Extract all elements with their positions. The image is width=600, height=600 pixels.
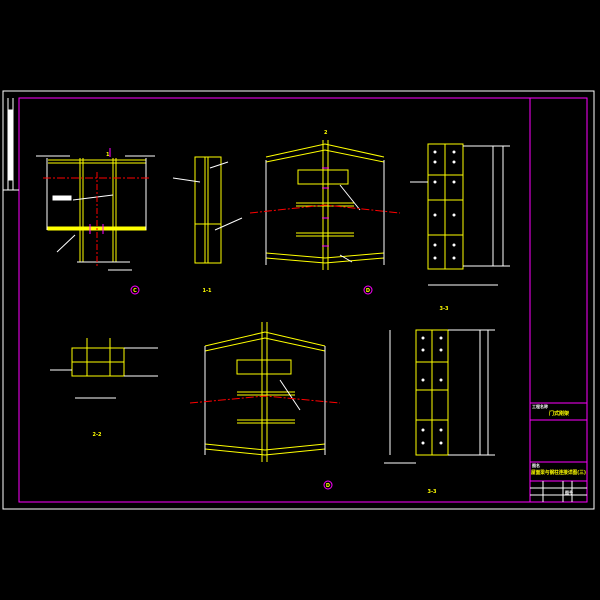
project-name: 门式刚架: [549, 410, 569, 417]
project-label: 工程名称: [532, 403, 548, 409]
section-1-1-label: 1-1: [202, 288, 212, 294]
detail-d-top-label: D: [366, 288, 370, 294]
section-2-2-label: 2-2: [92, 432, 102, 438]
outer-frame: [2, 90, 595, 510]
detail-d-bottom-label: D: [326, 483, 330, 489]
left-strip: [3, 98, 19, 191]
sheet-label: 图号: [565, 489, 573, 495]
drawing-label: 图名: [532, 462, 540, 468]
cut-mark-2: 2: [324, 130, 328, 136]
section-3-3-bottom: 3-3: [384, 329, 495, 495]
section-3-3-top: 3-3: [410, 143, 510, 312]
section-3-3-bottom-label: 3-3: [427, 489, 437, 495]
detail-d-bottom: D: [189, 322, 341, 490]
drawing-border: [18, 97, 588, 503]
section-2-2: 2-2: [50, 338, 158, 438]
section-1-1: 1-1: [172, 156, 243, 294]
cut-mark-1: 1: [106, 152, 110, 158]
title-block: [529, 98, 587, 502]
detail-d-top: D 2: [249, 130, 401, 295]
detail-c-label: C: [133, 288, 137, 294]
detail-c: C 1: [36, 148, 155, 295]
section-3-3-top-label: 3-3: [439, 306, 449, 312]
drawing-title: 屋面梁与钢柱连接详图(三): [531, 469, 586, 476]
